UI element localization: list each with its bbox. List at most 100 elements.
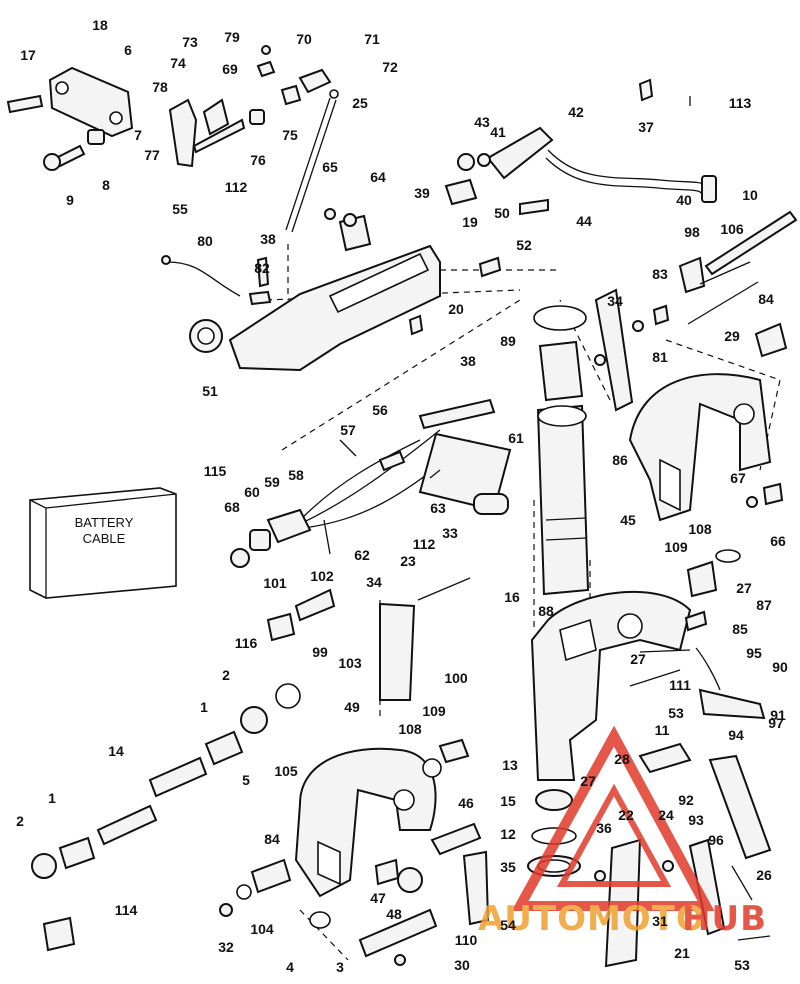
part-callout-49: 49 (344, 699, 360, 715)
wiring-harness (230, 398, 512, 568)
part-callout-35: 35 (500, 859, 516, 875)
part-callout-72: 72 (382, 59, 398, 75)
part-callout-84: 84 (264, 831, 280, 847)
part-callout-114: 114 (115, 902, 138, 918)
part-callout-19: 19 (462, 214, 478, 230)
part-callout-31: 31 (652, 913, 668, 929)
part-callout-105: 105 (274, 763, 298, 779)
part-callout-41: 41 (490, 124, 506, 140)
part-callout-27: 27 (736, 580, 752, 596)
part-callout-68: 68 (224, 499, 240, 515)
part-callout-65: 65 (322, 159, 338, 175)
part-callout-13: 13 (502, 757, 518, 773)
part-callout-94: 94 (728, 727, 744, 743)
part-callout-18: 18 (92, 17, 108, 33)
part-callout-14: 14 (108, 743, 124, 759)
part-callout-82: 82 (254, 260, 270, 276)
part-callout-23: 23 (400, 553, 416, 569)
part-callout-91: 91 (770, 707, 786, 723)
part-callout-55: 55 (172, 201, 188, 217)
part-callout-80: 80 (197, 233, 213, 249)
part-callout-56: 56 (372, 402, 388, 418)
part-callout-76: 76 (250, 152, 266, 168)
part-callout-21: 21 (674, 945, 690, 961)
part-callout-113: 113 (729, 95, 752, 111)
part-callout-104: 104 (250, 921, 274, 937)
part-callout-3: 3 (336, 959, 344, 975)
part-callout-64: 64 (370, 169, 386, 185)
part-callout-9: 9 (66, 192, 74, 208)
part-callout-71: 71 (364, 31, 380, 47)
part-callout-102: 102 (310, 568, 334, 584)
part-callout-25: 25 (352, 95, 368, 111)
part-callout-46: 46 (458, 795, 474, 811)
part-callout-33: 33 (442, 525, 458, 541)
part-callout-37: 37 (638, 119, 654, 135)
part-callout-85: 85 (732, 621, 748, 637)
part-callout-8: 8 (102, 177, 110, 193)
part-callout-52: 52 (516, 237, 532, 253)
part-callout-12: 12 (500, 826, 516, 842)
part-callout-1: 1 (48, 790, 56, 806)
stern-bracket-left (219, 577, 490, 966)
part-callout-39: 39 (414, 185, 430, 201)
part-callout-30: 30 (454, 957, 470, 973)
part-callout-78: 78 (152, 79, 168, 95)
part-callout-115: 115 (204, 463, 227, 479)
part-callout-88: 88 (538, 603, 554, 619)
part-callout-92: 92 (678, 792, 694, 808)
part-callout-79: 79 (224, 29, 240, 45)
part-callout-96: 96 (708, 832, 724, 848)
part-callout-36: 36 (596, 820, 612, 836)
part-callout-58: 58 (288, 467, 304, 483)
part-callout-5: 5 (242, 772, 250, 788)
part-callout-109: 109 (664, 539, 688, 555)
part-callout-51: 51 (202, 383, 218, 399)
part-callout-93: 93 (688, 812, 704, 828)
part-callout-101: 101 (263, 575, 287, 591)
part-callout-95: 95 (746, 645, 762, 661)
part-callout-44: 44 (576, 213, 592, 229)
battery-cable-box: BATTERY CABLE (29, 487, 177, 599)
part-callout-62: 62 (354, 547, 370, 563)
part-callout-81: 81 (652, 349, 668, 365)
part-callout-100: 100 (444, 670, 468, 686)
swivel-column (533, 288, 644, 596)
part-callout-34: 34 (607, 293, 623, 309)
part-callout-20: 20 (448, 301, 464, 317)
part-callout-26: 26 (756, 867, 772, 883)
part-callout-27: 27 (630, 651, 646, 667)
part-callout-16: 16 (504, 589, 520, 605)
watermark-text-right: HUB (682, 899, 767, 939)
part-callout-15: 15 (500, 793, 516, 809)
part-callout-89: 89 (500, 333, 516, 349)
part-callout-7: 7 (134, 127, 142, 143)
part-callout-32: 32 (218, 939, 234, 955)
part-callout-116: 116 (235, 635, 258, 651)
part-callout-67: 67 (730, 470, 746, 486)
part-callout-28: 28 (614, 751, 630, 767)
part-callout-109: 109 (422, 703, 446, 719)
part-callout-17: 17 (20, 47, 36, 63)
part-callout-29: 29 (724, 328, 740, 344)
part-callout-75: 75 (282, 127, 298, 143)
part-callout-53: 53 (734, 957, 750, 973)
part-callout-10: 10 (742, 187, 758, 203)
part-callout-24: 24 (658, 807, 674, 823)
part-callout-6: 6 (124, 42, 132, 58)
part-callout-112: 112 (225, 179, 248, 195)
part-callout-38: 38 (460, 353, 476, 369)
battery-label-line2: CABLE (83, 531, 126, 546)
part-callout-22: 22 (618, 807, 634, 823)
part-callout-106: 106 (720, 221, 744, 237)
part-callout-83: 83 (652, 266, 668, 282)
part-callout-73: 73 (182, 34, 198, 50)
part-callout-63: 63 (430, 500, 446, 516)
part-callout-111: 111 (669, 677, 691, 693)
part-callout-27: 27 (580, 773, 596, 789)
part-callout-48: 48 (386, 906, 402, 922)
watermark-text-left: AUTOMOTO (478, 899, 706, 939)
part-callout-90: 90 (772, 659, 788, 675)
